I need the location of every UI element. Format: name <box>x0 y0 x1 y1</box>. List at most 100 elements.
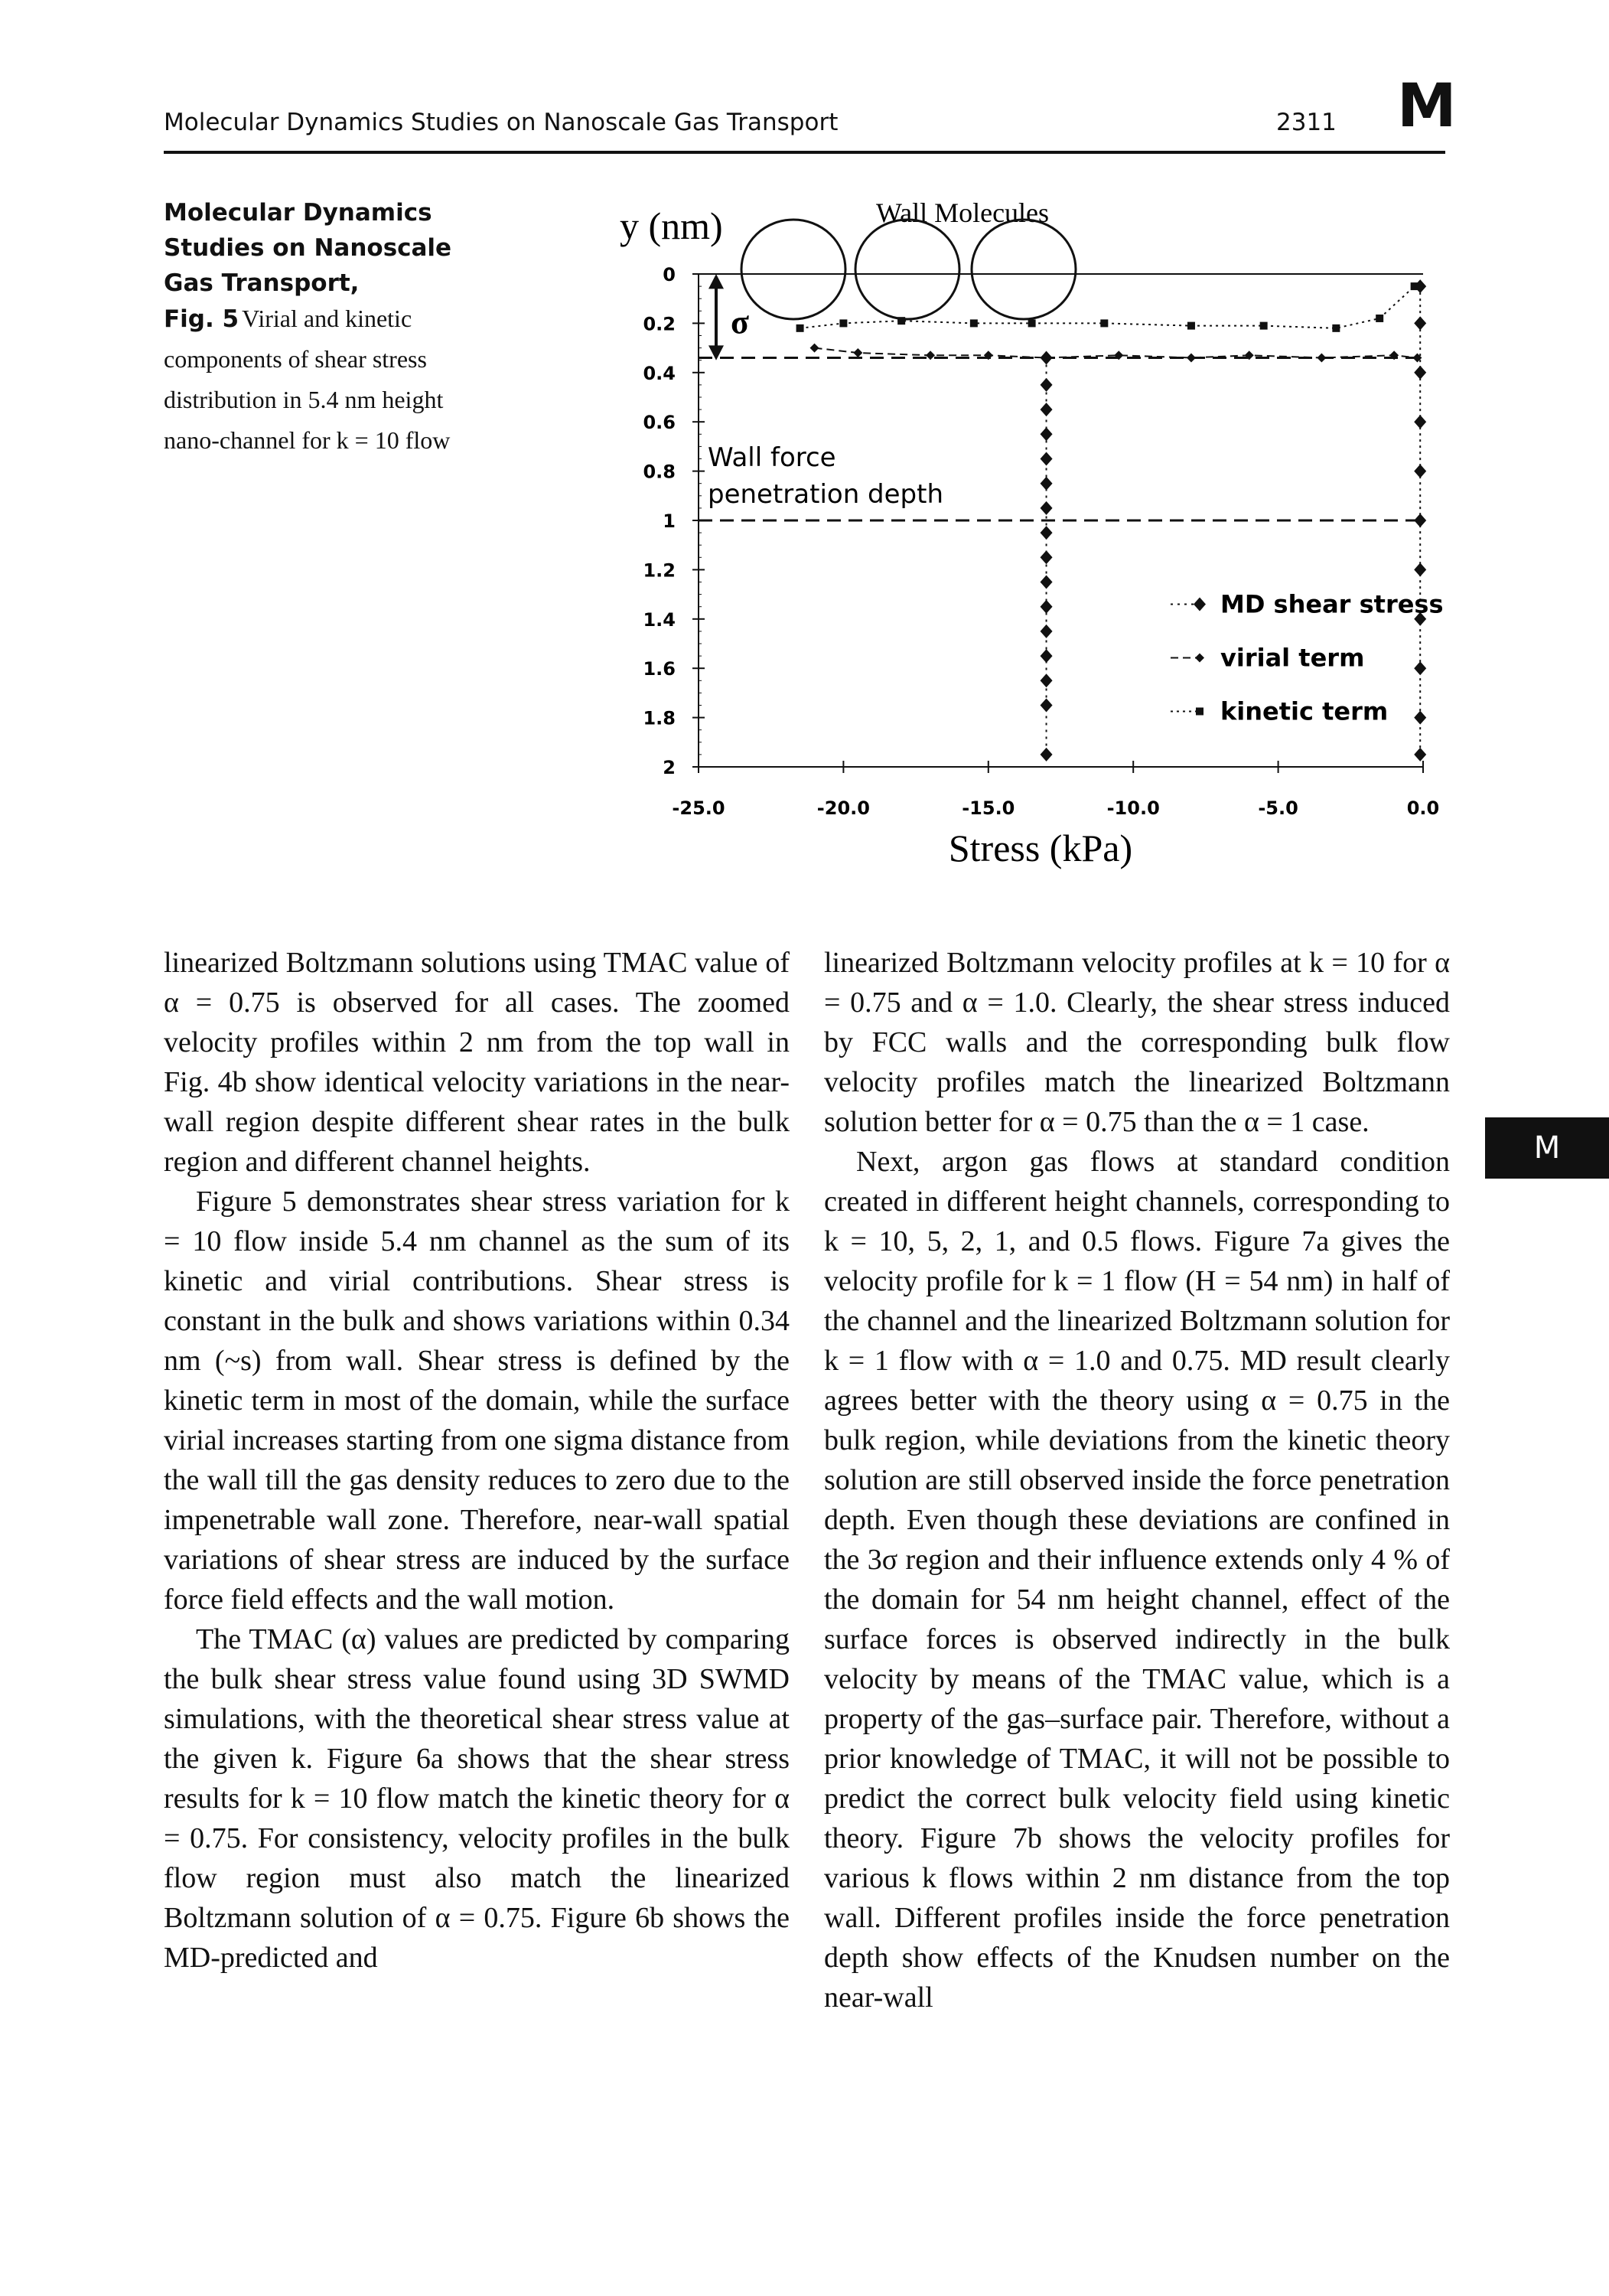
data-point <box>1414 415 1427 429</box>
y-tick-label: 1.6 <box>643 658 676 680</box>
data-point <box>1414 747 1427 762</box>
data-point <box>1040 403 1053 417</box>
chart-series <box>796 279 1427 762</box>
y-axis-label: y (nm) <box>620 204 723 247</box>
series-virial-term <box>809 343 1422 363</box>
data-point <box>1414 365 1427 380</box>
caption-fig-label: Fig. 5 <box>164 305 239 333</box>
data-point <box>1041 353 1051 363</box>
figure-caption: Molecular Dynamics Studies on Nanoscale … <box>164 195 493 463</box>
data-point <box>1040 452 1053 466</box>
series-kinetic-term <box>796 282 1418 332</box>
series-md-shear-stress <box>1040 351 1053 762</box>
paragraph: Next, argon gas flows at standard condit… <box>824 1146 1450 2014</box>
caption-text: Virial and kinetic components of shear s… <box>164 305 451 454</box>
data-point <box>1317 353 1327 363</box>
data-point <box>1259 321 1268 330</box>
sigma-arrow-head <box>708 345 724 360</box>
data-point <box>1187 321 1195 330</box>
x-tick-label: -15.0 <box>962 797 1015 819</box>
data-point <box>1040 673 1053 688</box>
data-point <box>1414 514 1427 527</box>
sigma-arrow-head <box>708 274 724 289</box>
sigma-label: σ <box>731 303 749 341</box>
data-point <box>897 317 906 325</box>
data-point <box>1028 319 1036 328</box>
y-tick-label: 0.8 <box>643 461 676 483</box>
data-point <box>1414 464 1427 478</box>
data-point <box>809 343 819 353</box>
data-point <box>1040 747 1053 762</box>
wall-molecules-label: Wall Molecules <box>876 197 1049 228</box>
data-point <box>1040 550 1053 565</box>
data-point <box>1040 476 1053 491</box>
body-column-left: linearized Boltzmann solutions using TMA… <box>164 943 790 1978</box>
wall-molecule-circle <box>970 218 1077 321</box>
paragraph: linearized Boltzmann velocity profiles a… <box>824 947 1450 1138</box>
series-right-edge <box>1414 279 1427 762</box>
data-point <box>1040 526 1053 540</box>
data-point <box>1040 427 1053 442</box>
series-line <box>800 285 1415 329</box>
data-point <box>926 351 936 360</box>
x-tick-label: -10.0 <box>1107 797 1160 819</box>
data-point <box>1040 698 1053 713</box>
y-tick-label: 0.6 <box>643 412 676 433</box>
legend-label: MD shear stress <box>1220 589 1444 618</box>
legend-label: virial term <box>1220 643 1364 672</box>
data-point <box>1389 351 1399 360</box>
y-tick-label: 1.2 <box>643 559 676 581</box>
data-point <box>1195 653 1204 663</box>
data-point <box>1100 319 1109 328</box>
data-point <box>1414 710 1427 725</box>
data-point <box>983 351 993 360</box>
x-tick-label: -20.0 <box>817 797 870 819</box>
paragraph: Figure 5 demonstrates shear stress varia… <box>164 1186 790 1616</box>
section-letter: M <box>1397 72 1457 141</box>
x-axis-label: Stress (kPa) <box>949 827 1132 869</box>
chart-legend: MD shear stress virial term kinetic term <box>1171 589 1444 726</box>
data-point <box>1414 563 1427 577</box>
running-header-title: Molecular Dynamics Studies on Nanoscale … <box>164 109 839 136</box>
page-number: 2311 <box>1276 109 1337 136</box>
penetration-depth-label: penetration depth <box>708 479 943 510</box>
data-point <box>1040 649 1053 664</box>
data-point <box>796 324 804 332</box>
wall-molecule-circle <box>740 218 847 321</box>
body-column-right: linearized Boltzmann velocity profiles a… <box>824 943 1450 2017</box>
y-tick-label: 1 <box>663 510 676 532</box>
wall-molecule-circle <box>854 218 961 321</box>
y-tick-label: 0.4 <box>643 363 676 384</box>
data-point <box>1414 612 1427 626</box>
y-tick-label: 1.4 <box>643 609 676 631</box>
data-point <box>1194 597 1206 612</box>
data-point <box>1414 661 1427 676</box>
series-line <box>814 347 1418 359</box>
data-point <box>1114 351 1124 360</box>
data-point <box>1040 599 1053 614</box>
y-tick-label: 0 <box>663 264 676 285</box>
penetration-depth-label: Wall force <box>708 442 836 473</box>
y-tick-label: 0.2 <box>643 313 676 334</box>
x-tick-label: -5.0 <box>1258 797 1298 819</box>
data-point <box>1186 353 1196 363</box>
header-rule <box>164 151 1445 154</box>
data-point <box>1376 314 1384 322</box>
paragraph: linearized Boltzmann solutions using TMA… <box>164 947 790 1178</box>
shear-stress-chart: 00.20.40.60.811.21.41.61.82-25.0-20.0-15… <box>620 197 1444 869</box>
data-point <box>1414 316 1427 331</box>
data-point <box>839 319 848 328</box>
data-point <box>1196 707 1203 716</box>
data-point <box>1040 377 1053 392</box>
data-point <box>1040 624 1053 638</box>
legend-label: kinetic term <box>1220 696 1388 726</box>
data-point <box>1040 575 1053 589</box>
paragraph: The TMAC (α) values are predicted by com… <box>164 1623 790 1974</box>
x-tick-label: 0.0 <box>1407 797 1440 819</box>
data-point <box>853 348 863 358</box>
y-tick-label: 1.8 <box>643 708 676 729</box>
data-point <box>1414 279 1427 294</box>
data-point <box>969 319 978 328</box>
y-tick-label: 2 <box>663 757 676 778</box>
